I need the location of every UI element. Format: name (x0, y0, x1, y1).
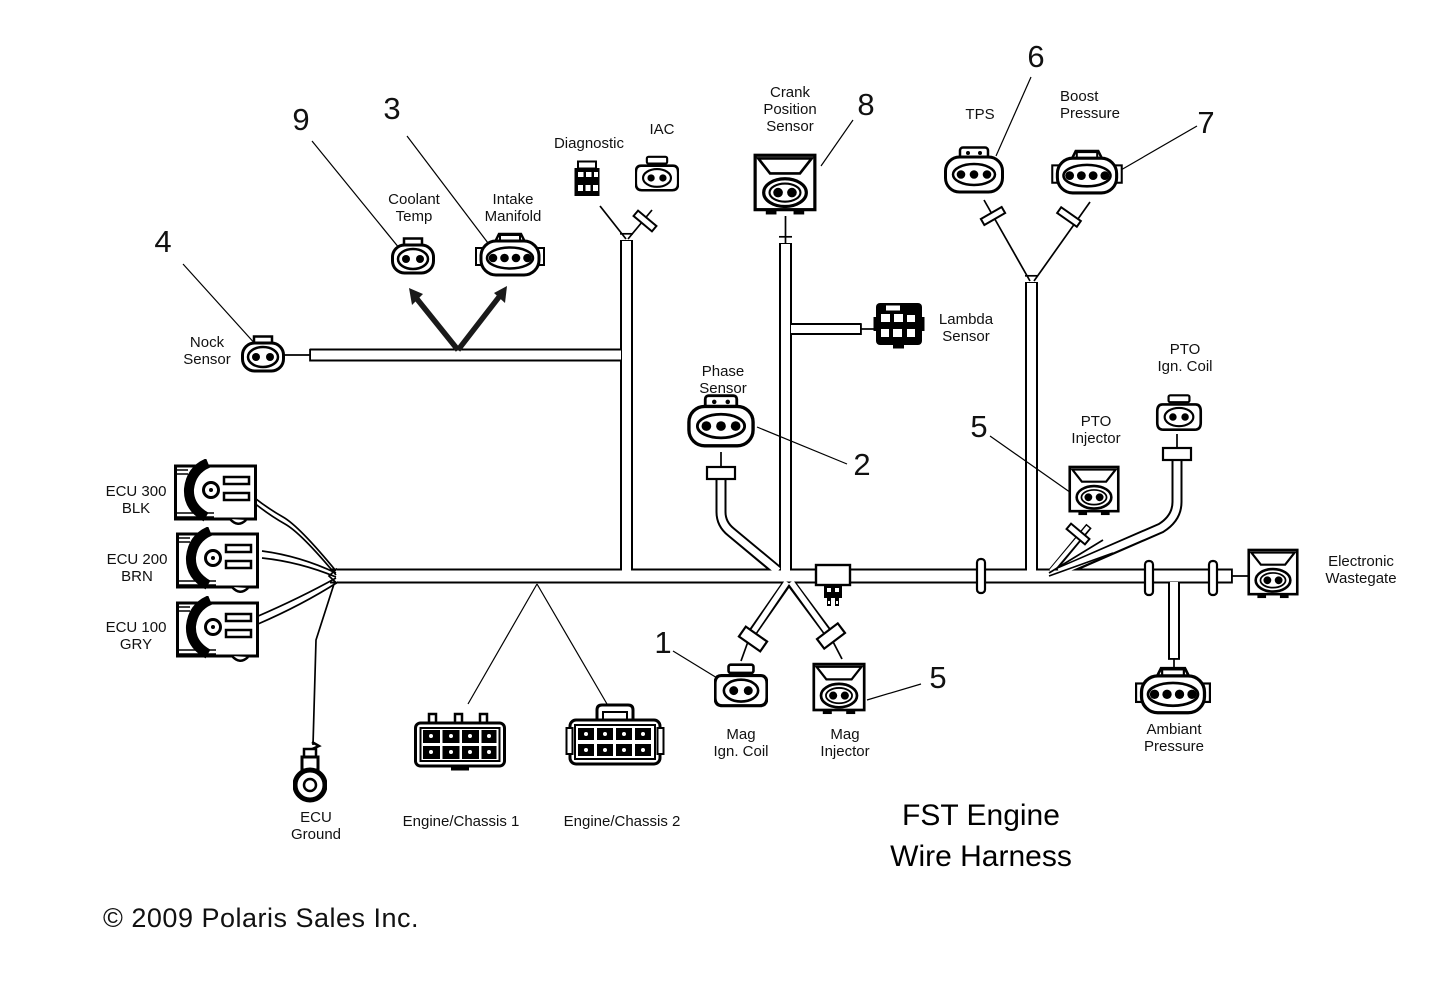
lambda-sensor-connector (873, 303, 925, 349)
pto-ign-coil-label: PTO Ign. Coil (1157, 341, 1213, 375)
pto-injector-connector (1068, 465, 1120, 517)
ecu-100-connector (178, 600, 258, 661)
coolant-temp-label: Coolant Temp (388, 191, 440, 225)
engine-chassis-2-label: Engine/Chassis 2 (563, 813, 681, 830)
mag-injector-connector (812, 662, 866, 716)
mini-connector (824, 585, 842, 606)
callout-5-bottom: 5 (929, 660, 947, 695)
nock-sensor-label: Nock Sensor (183, 334, 231, 368)
iac-label: IAC (649, 121, 675, 138)
thin-wires (250, 199, 1250, 746)
callout-4: 4 (154, 224, 172, 259)
electronic-wastegate-connector (1247, 548, 1299, 600)
callout-3: 3 (383, 91, 401, 126)
phase-sensor-connector (687, 394, 755, 448)
ecu-300-connector (176, 463, 256, 524)
callout-7: 7 (1197, 105, 1215, 140)
crank-position-sensor-label: Crank Position Sensor (763, 84, 817, 135)
iac-connector (635, 155, 679, 192)
callout-8: 8 (857, 87, 875, 122)
nock-sensor-connector (241, 335, 285, 373)
boost-pressure-connector (1051, 149, 1123, 195)
diagnostic-connector (573, 160, 601, 197)
crank-position-sensor-connector (753, 153, 817, 215)
tps-connector (944, 146, 1004, 194)
pto-injector-label: PTO Injector (1071, 413, 1121, 447)
clamps (632, 205, 1219, 653)
branch-arrows (409, 286, 507, 352)
diagram-title: FST Engine Wire Harness (890, 799, 1072, 873)
ecu-ground-terminal (295, 742, 325, 800)
intake-manifold-label: Intake Manifold (484, 191, 542, 225)
harness-tubes-inner (311, 241, 1231, 658)
ecu-200-label: ECU 200 BRN (106, 551, 168, 585)
callout-5-right: 5 (970, 409, 988, 444)
ecu-200-connector (178, 531, 258, 592)
boost-pressure-label: Boost Pressure (1060, 88, 1121, 122)
callout-6: 6 (1027, 39, 1045, 74)
diagnostic-label: Diagnostic (553, 135, 625, 152)
mag-ign-coil-label: Mag Ign. Coil (713, 726, 769, 760)
tps-label: TPS (965, 106, 995, 123)
callout-9: 9 (292, 102, 310, 137)
phase-sensor-label: Phase Sensor (699, 363, 747, 397)
ambiant-pressure-label: Ambiant Pressure (1143, 721, 1205, 755)
ecu-300-label: ECU 300 BLK (105, 483, 167, 517)
mag-injector-label: Mag Injector (820, 726, 870, 760)
engine-chassis-1-label: Engine/Chassis 1 (402, 813, 520, 830)
callout-2: 2 (853, 447, 871, 482)
lambda-sensor-label: Lambda Sensor (938, 311, 994, 345)
mag-ign-coil-connector (714, 663, 768, 708)
harness-tubes-outline (310, 240, 1232, 659)
callout-1: 1 (654, 625, 672, 660)
coolant-temp-connector (391, 237, 435, 275)
engine-chassis-2-connector (565, 703, 665, 766)
pto-ign-coil-connector (1155, 394, 1203, 432)
ambiant-pressure-connector (1135, 666, 1211, 715)
ecu-100-label: ECU 100 GRY (105, 619, 167, 653)
copyright-notice: © 2009 Polaris Sales Inc. (103, 903, 420, 933)
ecu-ground-label: ECU Ground (290, 809, 342, 843)
leader-lines (182, 76, 1198, 705)
electronic-wastegate-label: Electronic Wastegate (1325, 553, 1397, 587)
engine-chassis-1-connector (414, 712, 506, 772)
